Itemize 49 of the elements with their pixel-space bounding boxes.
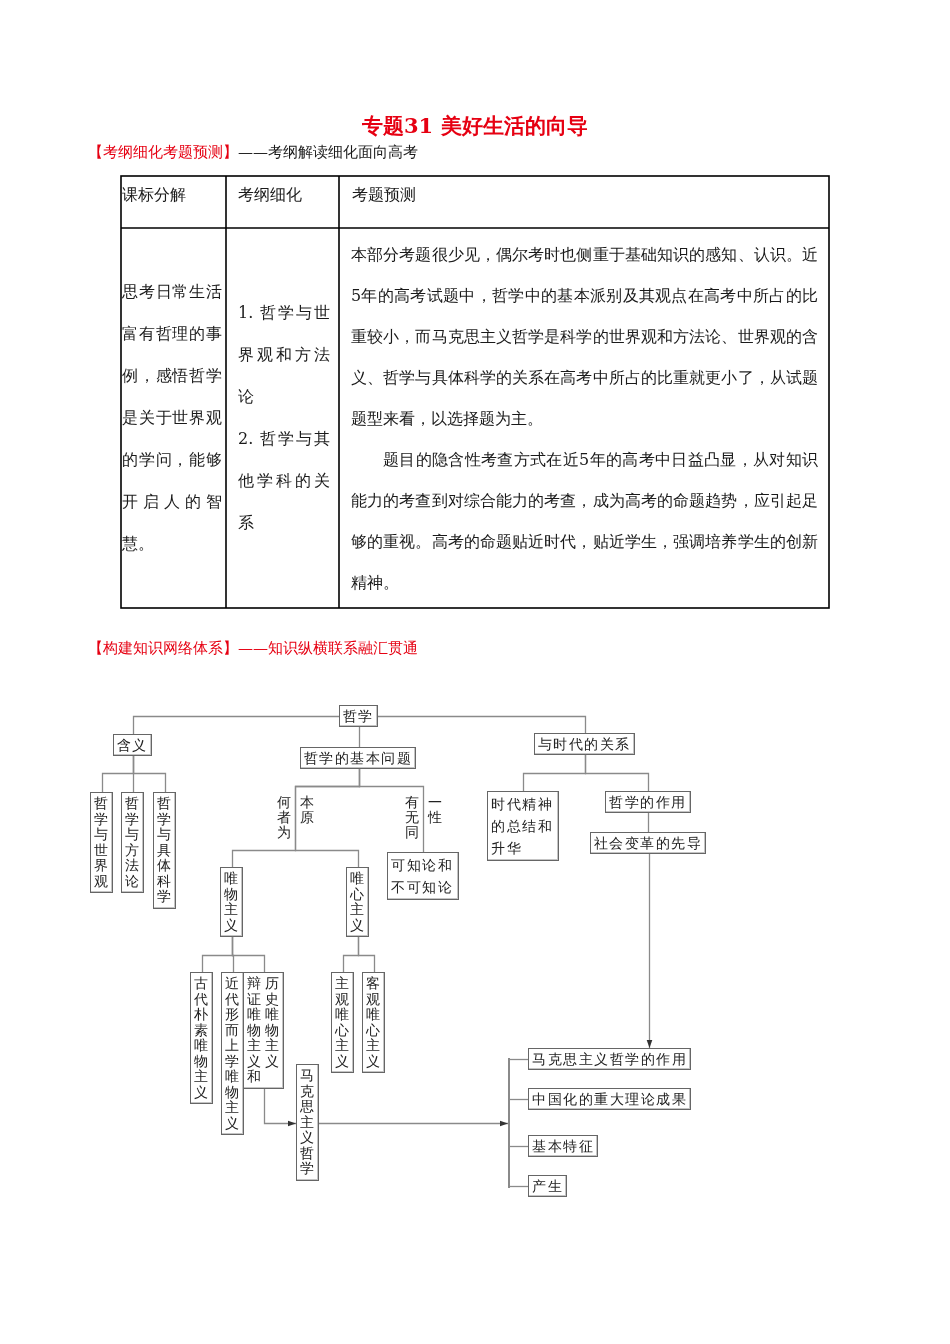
title: 专题31 美好生活的向导 [362,112,588,140]
concept-box: 马克思主义哲学的作用 [528,1048,691,1070]
concept-box: 产生 [528,1175,567,1197]
cell-text: 思考日常生活富有哲理的事例，感悟哲学是关于世界观的学问，能够开启人的智慧。 [122,281,222,555]
concept-box: 马克思主义哲学 [295,1064,319,1181]
section-subtitle: ——考纲解读细化面向高考 [238,142,418,163]
connector-line [132,755,167,793]
connector-line [647,812,650,833]
concept-box: 与时代的关系 [533,733,635,755]
concept-box: 近代形而上学唯物主义 [220,972,244,1135]
arrow [318,1120,509,1127]
concept-box: 时代精神的总结和升华 [487,791,559,861]
concept-box: 含义 [112,734,152,756]
concept-box: 客观唯心主义 [361,972,385,1073]
concept-box: 社会变革的先导 [589,832,706,854]
column-header: 考题预测 [352,184,416,206]
section-heading: 【考纲细化考题预测】 [88,142,238,163]
column-header: 课标分解 [122,184,186,206]
concept-box: 可知论和不可知论 [387,852,459,900]
connector-line [132,715,340,735]
arrow [263,1088,297,1127]
edge-label: 有无同一性 [404,795,443,840]
paragraph: 本部分考题很少见，偶尔考时也侧重于基础知识的感知、认识。近5年的高考试题中，哲学中的基本派别及其观点在高考中所占的比重较小，而马克思主义哲学是科学的世界观和方法论、世界观的含义、哲学与具体科学的关系在高考中所占的比重就更小了，从试题题型来看，以选择题为主。 [351,243,818,430]
paragraph: 题目的隐含性考查方式在近5年的高考中日益凸显，从对知识能力的考查到对综合能力的考查，成为高考的命题趋势，应引起足够的重视。高考的命题贴近时代，贴近学生，强调培养学生的创新精神。 [351,448,818,594]
column-header: 考纲细化 [238,184,302,206]
concept-box: 古代朴素唯物主义 [189,972,213,1104]
edge-label: 何者为本原 [276,795,315,840]
section-heading: 【构建知识网络体系】——知识纵横联系融汇贯通 [88,638,418,659]
connector-line [358,768,425,853]
connector-line [358,726,361,748]
concept-box: 哲学的作用 [605,791,691,813]
concept-box: 哲学的基本问题 [299,747,416,769]
list-item: 2. 哲学与其他学科的关系 [238,428,330,534]
concept-box: 哲学 [338,705,378,727]
concept-box: 哲学与方法论 [120,792,144,893]
connector-line [357,936,376,973]
concept-box: 中国化的重大理论成果 [528,1088,691,1110]
concept-box: 辩证唯物主义和历史唯物主义 [243,972,284,1089]
concept-box: 基本特征 [528,1135,598,1157]
arrow [646,853,653,1049]
list-item: 1. 哲学与世界观和方法论 [238,302,330,408]
concept-box: 哲学与世界观 [89,792,113,893]
connector-line [377,715,587,734]
connector-line [584,754,650,792]
concept-box: 唯心主义 [345,867,369,937]
connector-line [231,936,266,973]
concept-box: 主观唯心主义 [330,972,354,1073]
concept-box: 唯物主义 [219,867,243,937]
concept-box: 哲学与具体科学 [152,792,176,909]
